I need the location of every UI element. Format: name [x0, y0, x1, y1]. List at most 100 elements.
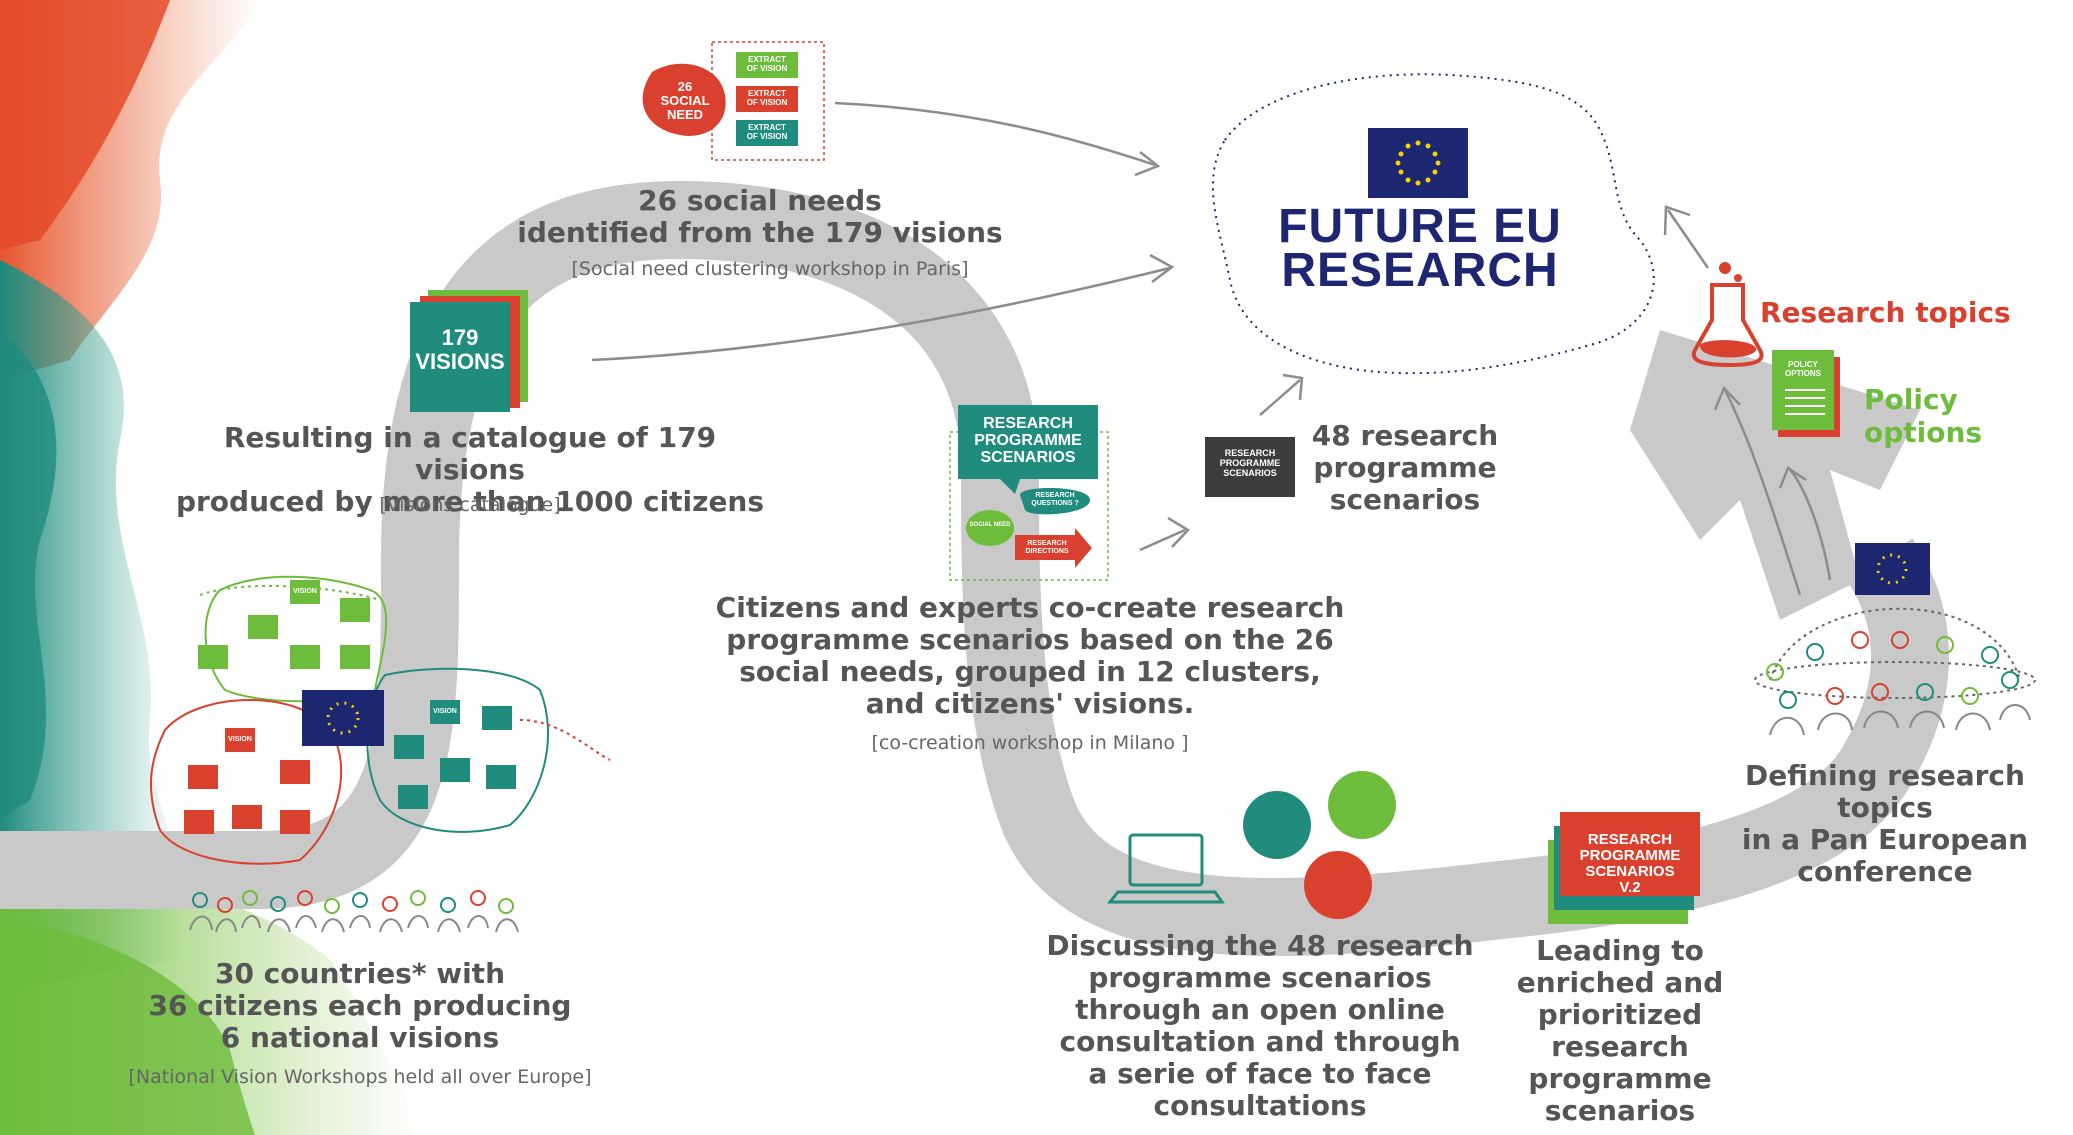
card-line: PROGRAMME: [1579, 847, 1681, 864]
heading-line: 30 countries* with: [214, 957, 506, 990]
heading-line: consultations: [1153, 1089, 1367, 1122]
research-topics-label: Research topics: [1760, 296, 2011, 329]
extract-line: EXTRACT: [748, 123, 786, 132]
scenarios-48-card-label: RESEARCH PROGRAMME SCENARIOS: [1205, 448, 1295, 478]
bubble-directions-label: RESEARCH DIRECTIONS: [1025, 540, 1069, 555]
heading-line: 36 citizens each producing: [148, 989, 572, 1022]
v2-card-label: RESEARCH PROGRAMME SCENARIOS V.2: [1560, 832, 1700, 896]
card-line: SCENARIOS: [1585, 863, 1675, 880]
step1-source: [National Vision Workshops held all over…: [128, 1066, 592, 1088]
extract-green: [736, 52, 798, 78]
step2-source: [Visions catalogue]: [379, 494, 561, 516]
extracts-frame: [711, 41, 825, 161]
heading-line: a serie of face to face: [1088, 1057, 1432, 1090]
extract-line: EXTRACT: [748, 89, 786, 98]
step1-heading: 30 countries* with 36 citizens each prod…: [120, 958, 600, 1054]
v2-stack-front-red: [1560, 812, 1700, 896]
heading-line: prioritized: [1537, 998, 1703, 1031]
policy-line-1: POLICY: [1788, 360, 1818, 369]
heading-line: produced by more than 1000 citizens: [175, 485, 765, 518]
heading-line: Discussing the 48 research: [1046, 929, 1474, 962]
heading-line: enriched and: [1516, 966, 1724, 999]
eu-research-title: FUTURE EU RESEARCH: [1260, 203, 1580, 297]
card-line: SCENARIOS: [1223, 468, 1277, 478]
step4-source: [co-creation workshop in Milano ]: [871, 732, 1189, 754]
scenarios-card: [958, 405, 1098, 479]
process-path: [0, 181, 1949, 957]
bubble-social-need: [966, 510, 1014, 546]
step4-heading: Citizens and experts co-create research …: [700, 592, 1360, 720]
eu-flag-icon: [1368, 128, 1468, 198]
painted-background: [0, 0, 420, 1135]
extract-red: [736, 86, 798, 112]
scenarios-48-card: [1205, 437, 1295, 497]
extract-line: EXTRACT: [748, 55, 786, 64]
heading-line: conference: [1797, 855, 1973, 888]
bubble-directions: [1015, 528, 1092, 568]
heading-line: through an open online: [1075, 993, 1445, 1026]
discussion-circle-teal: [1243, 791, 1311, 859]
heading-line: 6 national visions: [220, 1021, 500, 1054]
social-need-badge-icon: [642, 63, 726, 136]
bubble-questions-label: RESEARCH QUESTIONS ?: [1031, 492, 1079, 507]
citizens-row-icon: [189, 890, 519, 933]
card-line: PROGRAMME: [974, 432, 1082, 449]
policy-options-label: Policy options: [1864, 383, 1983, 449]
heading-line: identified from the 179 visions: [517, 216, 1003, 249]
heading-line: programme: [1528, 1062, 1712, 1095]
extract-teal: [736, 120, 798, 146]
heading-line: 26 social needs: [638, 184, 882, 217]
heading-line: Resulting in a catalogue of 179 visions: [223, 421, 717, 486]
extract-line: OF VISION: [746, 132, 788, 141]
eu-flag-small-icon: [302, 690, 384, 746]
bubble-questions: [1020, 488, 1090, 515]
extract-line: OF VISION: [746, 98, 788, 107]
policy-document-icon: [1772, 350, 1840, 437]
step8-heading: Defining research topics in a Pan Europe…: [1700, 760, 2070, 888]
card-line: RESEARCH: [1224, 448, 1276, 458]
heading-line: 48 research: [1311, 419, 1499, 452]
heading-line: Leading to: [1536, 934, 1704, 967]
card-line: SCENARIOS: [980, 449, 1076, 466]
badge-line-1: 26: [677, 79, 693, 94]
badge-line-3: NEED: [666, 107, 704, 122]
badge-line-2: SOCIAL: [660, 93, 710, 108]
step7-heading: Leading to enriched and prioritized rese…: [1500, 935, 1740, 1127]
title-line-2: RESEARCH: [1281, 244, 1559, 297]
step5-heading: 48 research programme scenarios: [1305, 420, 1505, 516]
bubble-social-label: SOCIAL NEED: [969, 522, 1011, 528]
step3-source: [Social need clustering workshop in Pari…: [571, 258, 969, 280]
scenarios-card-label: RESEARCH PROGRAMME SCENARIOS: [958, 415, 1098, 466]
eu-flag-conference-icon: [1855, 543, 1930, 595]
policy-card-label: POLICY OPTIONS: [1772, 360, 1834, 378]
heading-line: programme scenarios based on the 26: [726, 623, 1334, 656]
heading-line: and citizens' visions.: [865, 687, 1195, 720]
discussion-circle-red: [1304, 851, 1372, 919]
conference-icon: [1754, 607, 2036, 736]
discussion-circle-green: [1328, 771, 1396, 839]
heading-line: programme: [1313, 451, 1497, 484]
heading-line: scenarios: [1544, 1094, 1696, 1127]
extract-line: OF VISION: [746, 64, 788, 73]
flask-icon: [1691, 262, 1764, 368]
vision-tiles: [184, 580, 516, 834]
flow-arrows: [591, 101, 1832, 596]
heading-line: consultation and through: [1059, 1025, 1461, 1058]
card-line: RESEARCH: [1587, 831, 1673, 848]
stack-line-2: VISIONS: [415, 349, 505, 374]
social-need-badge-label: 26 SOCIAL NEED: [650, 80, 720, 122]
step2-heading: Resulting in a catalogue of 179 visions …: [170, 422, 770, 518]
visions-stack-icon: [410, 290, 528, 412]
card-line: PROGRAMME: [1219, 458, 1281, 468]
visions-stack-label: 179 VISIONS: [410, 326, 510, 374]
vision-tag: VISION: [433, 708, 457, 715]
card-line: RESEARCH: [983, 415, 1073, 432]
laptop-icon: [1106, 833, 1225, 904]
heading-line: social needs, grouped in 12 clusters,: [739, 655, 1321, 688]
card-line: V.2: [1619, 879, 1641, 896]
